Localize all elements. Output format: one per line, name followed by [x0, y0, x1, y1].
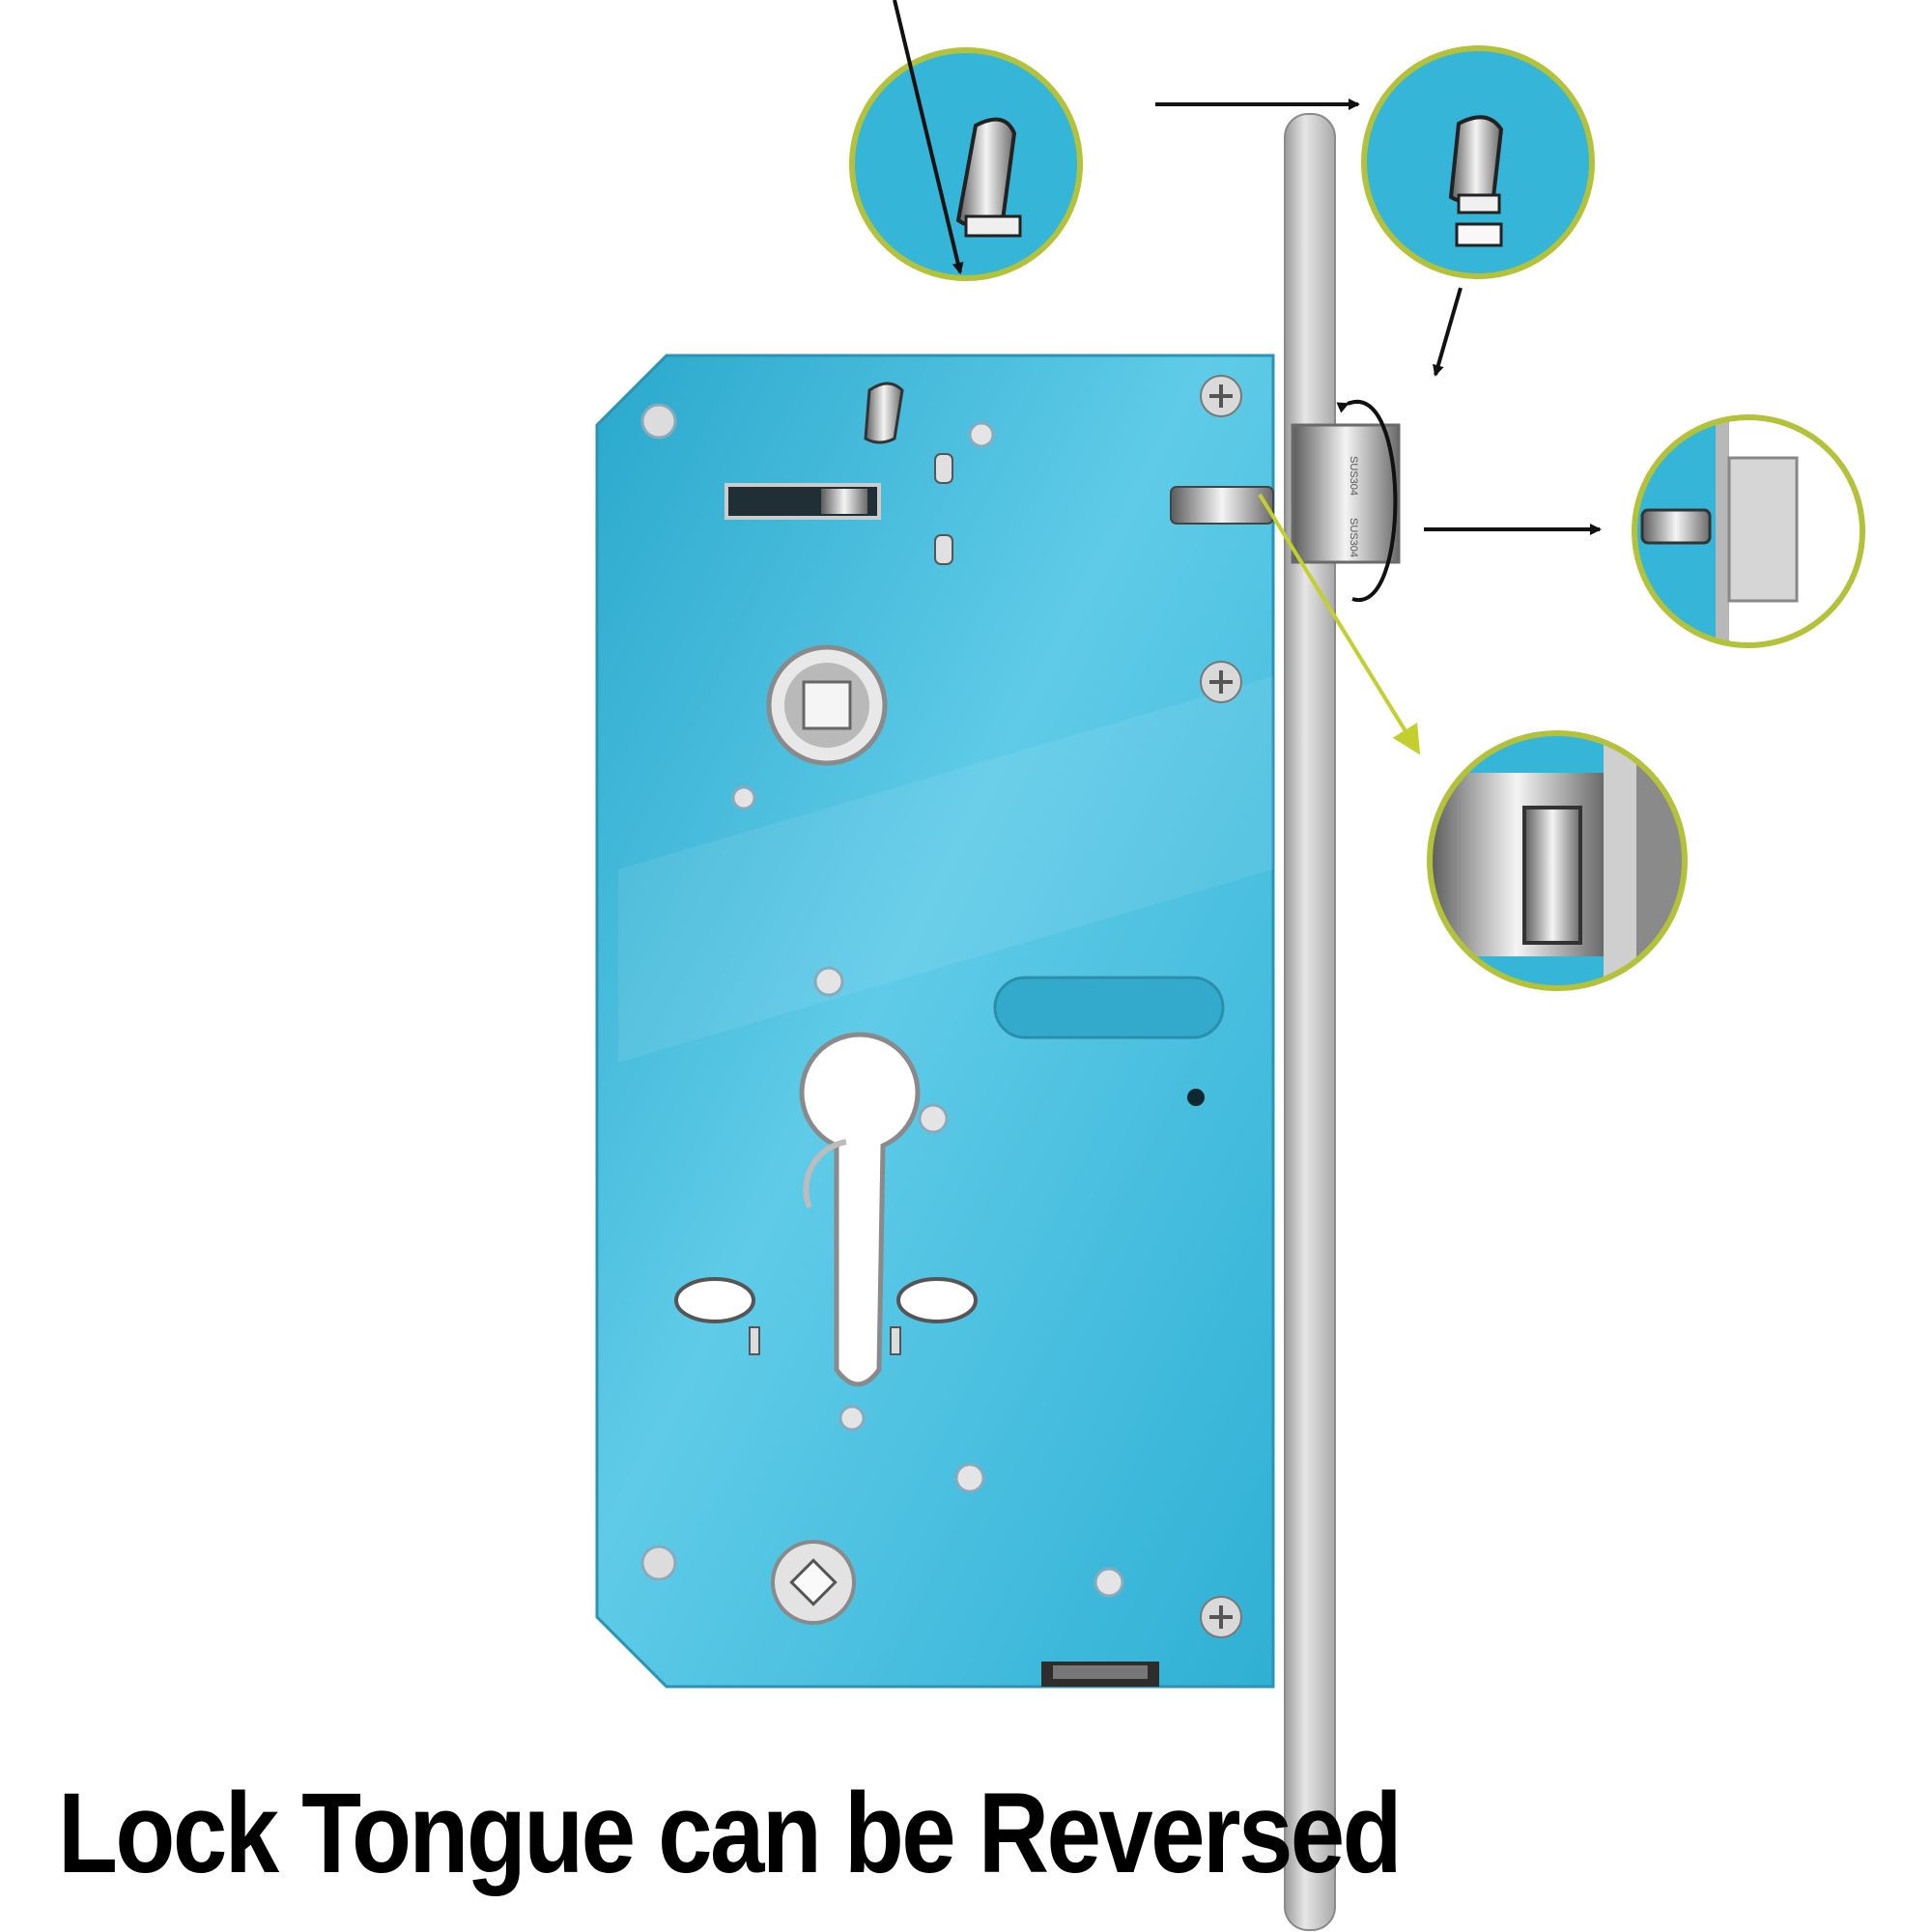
callout-closeup: [1427, 730, 1688, 991]
arrow-icon: [1433, 287, 1463, 377]
faceplate: [1284, 113, 1336, 1931]
arrows: [886, 0, 1602, 755]
cylinder-cutout: [674, 1032, 978, 1387]
callout-top-right: [1361, 45, 1595, 279]
rivet-icon: [813, 966, 844, 997]
rivet-icon: [918, 1103, 949, 1134]
caption: Lock Tongue can be Reversed: [58, 1770, 1403, 1897]
arrow-icon: [1258, 493, 1421, 755]
screw-icon: [1200, 661, 1242, 703]
screw-icon: [1200, 1596, 1242, 1638]
rivet-icon: [640, 403, 677, 440]
screw-icon: [1200, 375, 1242, 417]
callout-right: [1632, 414, 1865, 648]
rotate-arc-icon: [1336, 399, 1398, 603]
rivet-icon: [1094, 1567, 1124, 1598]
rivet-icon: [731, 785, 756, 810]
faceplate-engraving: SUS304: [1348, 518, 1359, 557]
callout-top-left: [849, 47, 1083, 281]
lock-case: [595, 354, 1275, 1689]
latch-tongue: SUS304 SUS304: [1291, 423, 1401, 564]
rivet-icon: [838, 1405, 866, 1432]
rivet-icon: [640, 1545, 677, 1581]
case-slot: [993, 976, 1225, 1039]
latch-bolt: [1170, 486, 1274, 525]
faceplate-engraving: SUS304: [1348, 456, 1359, 496]
follower-icon: [771, 1540, 856, 1625]
rivet-icon: [968, 421, 995, 448]
spindle-hub-icon: [766, 644, 888, 766]
tongue-slot: [864, 382, 904, 444]
rivet-icon: [954, 1463, 985, 1493]
arrow-icon: [886, 0, 964, 274]
